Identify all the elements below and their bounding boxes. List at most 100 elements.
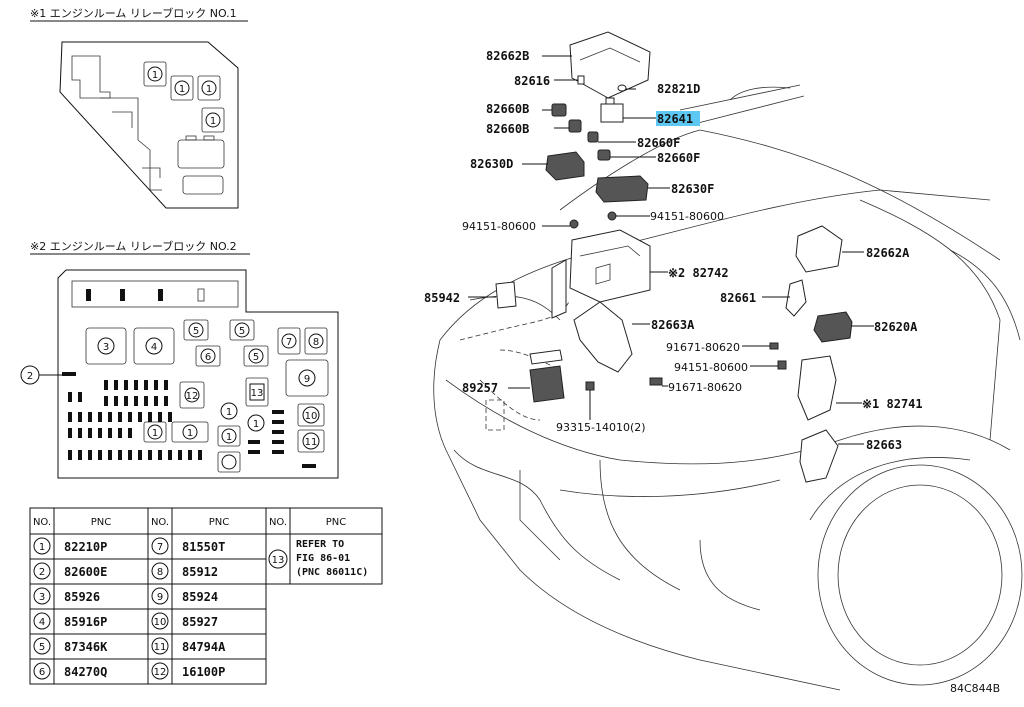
label-82630F[interactable]: 82630F [671,182,714,196]
table-header: PNC [91,517,112,528]
relay-block-2-item-label: 1 [226,407,232,418]
table-cell-refer: REFER TO [296,539,344,550]
table-cell-no: 13 [272,555,285,566]
table-header: PNC [209,517,230,528]
relay-block-1-item-label: 1 [206,84,212,95]
table-header: NO. [33,517,51,528]
table-cell-no: 12 [154,667,167,678]
table-cell-pnc[interactable]: 85916P [64,615,107,629]
relay-block-2-item-label: 12 [186,391,199,402]
label-91671-80620[interactable]: 91671-80620 [668,381,742,394]
table-cell-no: 7 [157,542,163,553]
vehicle-outline [433,84,1023,691]
table-cell-no-circle [33,662,51,680]
relay-block-2-item-label: 13 [251,388,264,399]
table-header: NO. [151,517,169,528]
table-cell-no-circle [33,587,51,605]
highlight-82641 [656,111,700,126]
label-82663A[interactable]: 82663A [651,318,695,332]
table-cell-pnc[interactable]: 85926 [64,590,100,604]
table-cell-no-circle [151,537,169,555]
table-cell-no-circle [33,537,51,555]
label-82660B[interactable]: 82660B [486,122,529,136]
relay-block-2-item-label: 5 [239,326,245,337]
table-cell-no: 9 [157,592,163,603]
table-cell-no: 4 [39,617,45,628]
relay-block-1-item [205,112,221,128]
leader-lines [468,55,874,445]
table-cell-pnc[interactable]: 85912 [182,565,218,579]
label-82616[interactable]: 82616 [514,74,550,88]
label-93315-14010[interactable]: 93315-14010(2) [556,421,646,434]
part-labels: 82662B 82616 82821D 82660B 82641 82660B … [424,49,923,452]
label-82662A[interactable]: 82662A [866,246,910,260]
table-cell-refer: (PNC 86011C) [296,567,368,578]
relay-block-2-title: ※2 エンジンルーム リレーブロック NO.2 [30,239,237,253]
relay-block-2-item-label: 4 [151,342,157,353]
relay-block-1-item [174,80,190,96]
table-cell-refer: FIG 86-01 [296,553,350,564]
table-cell-pnc[interactable]: 82210P [64,540,107,554]
relay-block-1-item [201,80,217,96]
table-cell-pnc[interactable]: 85924 [182,590,218,604]
relay-block-2-item-label: 6 [205,352,211,363]
label-82741[interactable]: ※1 82741 [862,397,923,411]
table-cell-no: 11 [154,642,167,653]
table-cell-no-circle [33,637,51,655]
label-82661[interactable]: 82661 [720,291,756,305]
relay-block-2-callout-label: 2 [27,371,33,382]
relay-block-2-fuses [68,380,316,468]
label-82660B[interactable]: 82660B [486,102,529,116]
table-cell-no: 8 [157,567,163,578]
label-82821D[interactable]: 82821D [657,82,700,96]
table-cell-no: 10 [154,617,167,628]
label-94151-80600[interactable]: 94151-80600 [650,210,724,223]
label-82663[interactable]: 82663 [866,438,902,452]
label-94151-80600[interactable]: 94151-80600 [674,361,748,374]
pnc-table-row-13: 13 REFER TO FIG 86-01 (PNC 86011C) [268,539,368,578]
relay-block-2-item-label: 11 [305,437,318,448]
relay-block-2-item-label: 1 [152,428,158,439]
label-82641-selected[interactable]: 82641 [657,112,693,126]
relay-block-2-relays: 3 4 5 5 6 5 7 8 9 12 13 1 1 [85,319,329,473]
relay-block-1-outline [59,41,239,209]
table-cell-no-circle [151,612,169,630]
label-89257[interactable]: 89257 [462,381,498,395]
table-cell-no-circle [33,562,51,580]
label-82660F[interactable]: 82660F [637,136,680,150]
relay-block-2-item-label: 1 [253,419,259,430]
table-cell-pnc[interactable]: 82600E [64,565,107,579]
table-cell-pnc[interactable]: 87346K [64,640,108,654]
relay-block-1-item-label: 1 [210,116,216,127]
relay-block-2-item-label: 5 [253,352,259,363]
table-cell-no-circle [151,662,169,680]
table-cell-no: 1 [39,542,45,553]
relay-block-2-item-label: 5 [193,326,199,337]
label-85942[interactable]: 85942 [424,291,460,305]
vehicle-dashed-guides [459,299,571,431]
label-82742[interactable]: ※2 82742 [668,266,729,280]
label-82630D[interactable]: 82630D [470,157,513,171]
table-cell-pnc[interactable]: 81550T [182,540,225,554]
relay-block-2-item-label: 7 [286,337,292,348]
table-cell-pnc[interactable]: 84794A [182,640,226,654]
part-shapes [495,31,853,483]
table-cell-pnc[interactable]: 16100P [182,665,225,679]
label-91671-80620[interactable]: 91671-80620 [666,341,740,354]
figure-code: 84C844B [950,682,1000,695]
label-82662B[interactable]: 82662B [486,49,529,63]
relay-block-2-item-label: 9 [304,374,310,385]
relay-block-1-item-label: 1 [152,70,158,81]
label-82620A[interactable]: 82620A [874,320,918,334]
table-cell-pnc[interactable]: 85927 [182,615,218,629]
table-cell-no-circle [151,562,169,580]
relay-block-2-item-label: 1 [187,428,193,439]
table-cell-no: 5 [39,642,45,653]
table-cell-pnc[interactable]: 84270Q [64,665,107,679]
pnc-table [29,507,383,685]
label-82660F[interactable]: 82660F [657,151,700,165]
table-header: NO. [269,517,287,528]
relay-block-1-title: ※1 エンジンルーム リレーブロック NO.1 [30,6,237,20]
label-94151-80600[interactable]: 94151-80600 [462,220,536,233]
